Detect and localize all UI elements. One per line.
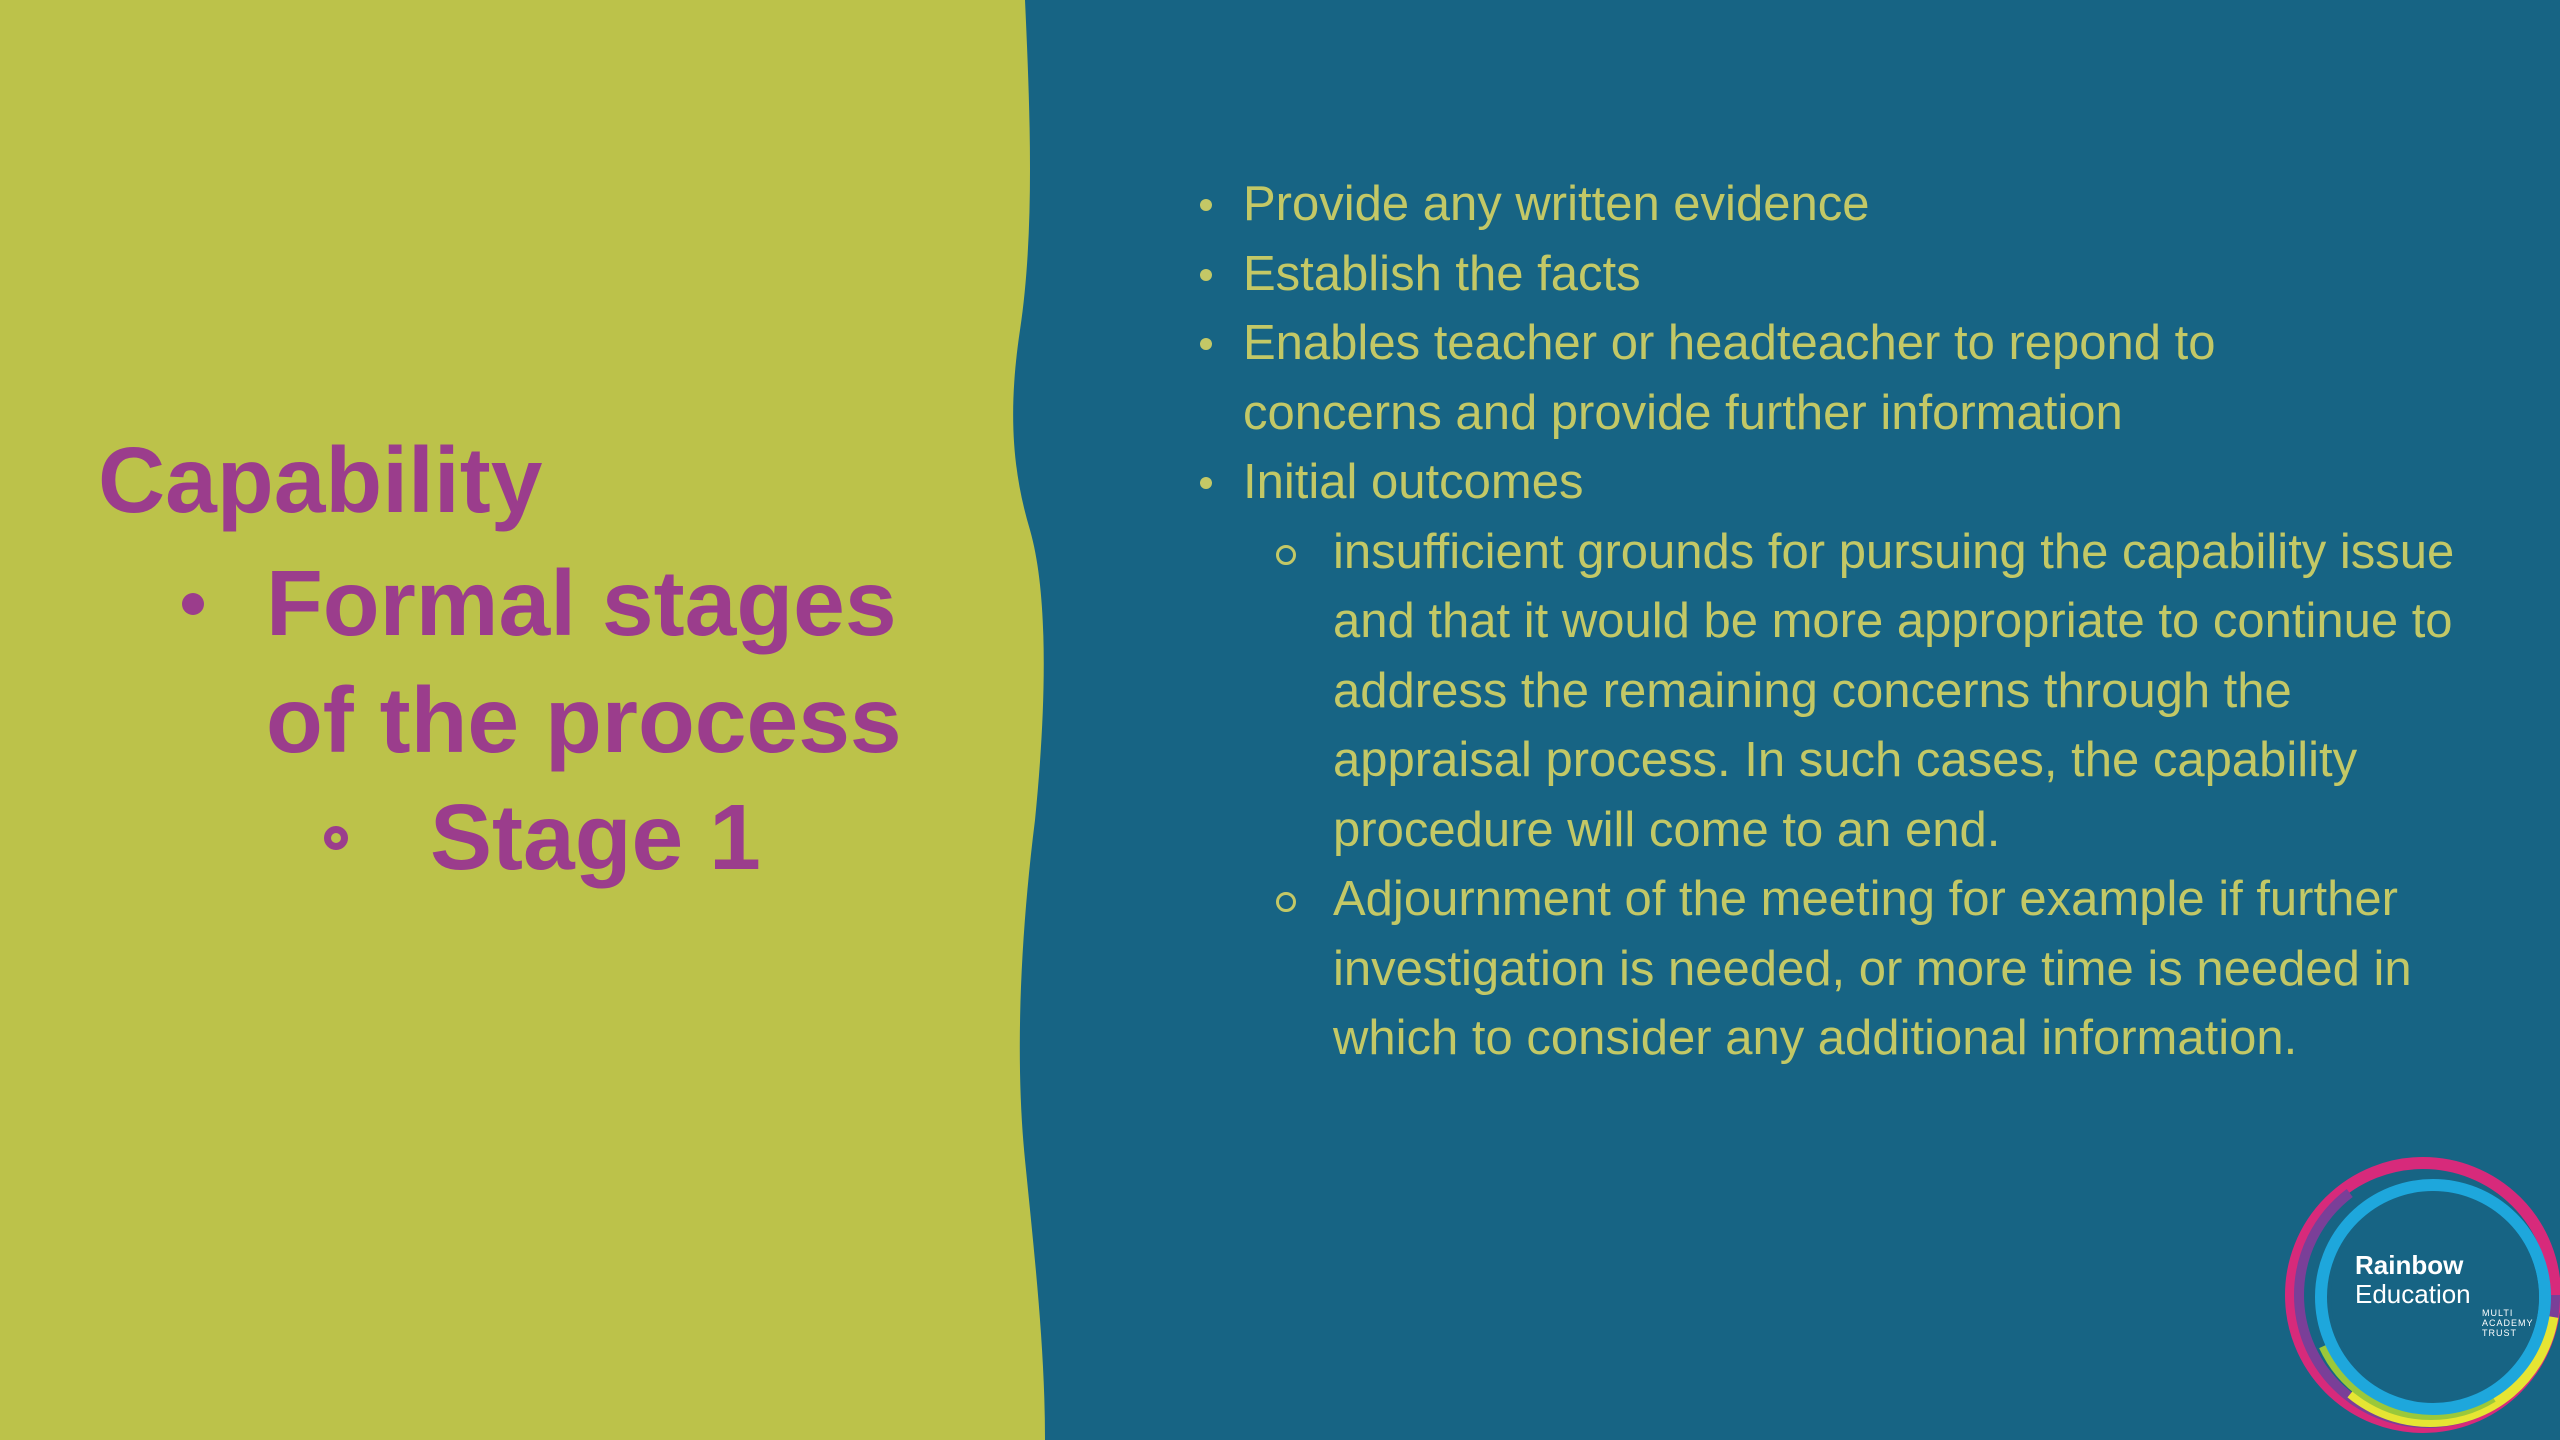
list-item-text: Provide any written evidence bbox=[1243, 177, 1870, 231]
list-item: Enables teacher or headteacher to repond… bbox=[1200, 309, 2343, 448]
logo-tagline: MULTI ACADEMY TRUST bbox=[2482, 1308, 2542, 1338]
bullet-dot-icon bbox=[1200, 199, 1212, 211]
sub-list-item: insufficient grounds for pursuing the ca… bbox=[1200, 518, 2473, 866]
list-item: Initial outcomes bbox=[1200, 448, 2500, 518]
list-item-text: Establish the facts bbox=[1243, 246, 1641, 301]
logo-line-3b: ACADEMY bbox=[2482, 1318, 2534, 1328]
bullet-dot-icon bbox=[1200, 477, 1212, 489]
left-title-block: Capability Formal stages of the process … bbox=[98, 425, 998, 896]
sub-list-item-text: Adjournment of the meeting for example i… bbox=[1333, 872, 2412, 1065]
bullet-dot-icon bbox=[1200, 338, 1212, 350]
content-list: Provide any written evidence Establish t… bbox=[1200, 170, 2500, 1074]
title-sub-bullet-text: Stage 1 bbox=[430, 785, 761, 889]
logo-line-1: Rainbow bbox=[2355, 1250, 2464, 1280]
title-bullet: Formal stages of the process bbox=[98, 545, 998, 779]
list-item-text: Initial outcomes bbox=[1243, 455, 1584, 509]
title-bullet-text: Formal stages of the process bbox=[266, 551, 902, 772]
bullet-dot-icon bbox=[1200, 268, 1212, 281]
sub-list-item: Adjournment of the meeting for example i… bbox=[1200, 865, 2473, 1074]
list-item-text: Enables teacher or headteacher to repond… bbox=[1243, 316, 2216, 440]
title-sub-bullet: Stage 1 bbox=[98, 779, 998, 896]
bullet-ring-icon bbox=[1276, 544, 1296, 565]
slide-title: Capability bbox=[98, 428, 543, 532]
bullet-dot-icon bbox=[182, 593, 204, 615]
logo-line-3a: MULTI bbox=[2482, 1308, 2514, 1318]
sub-list-item-text: insufficient grounds for pursuing the ca… bbox=[1333, 524, 2455, 857]
bullet-ring-icon bbox=[1276, 892, 1296, 912]
bullet-ring-icon bbox=[324, 826, 348, 850]
logo-text: Rainbow Education MULTI ACADEMY TRUST bbox=[2355, 1250, 2533, 1338]
rainbow-education-logo bbox=[2285, 1157, 2560, 1433]
logo-line-3c: TRUST bbox=[2482, 1328, 2517, 1338]
list-item: Provide any written evidence bbox=[1200, 170, 2500, 240]
logo-line-2: Education bbox=[2355, 1279, 2471, 1309]
list-item: Establish the facts bbox=[1200, 240, 2500, 310]
